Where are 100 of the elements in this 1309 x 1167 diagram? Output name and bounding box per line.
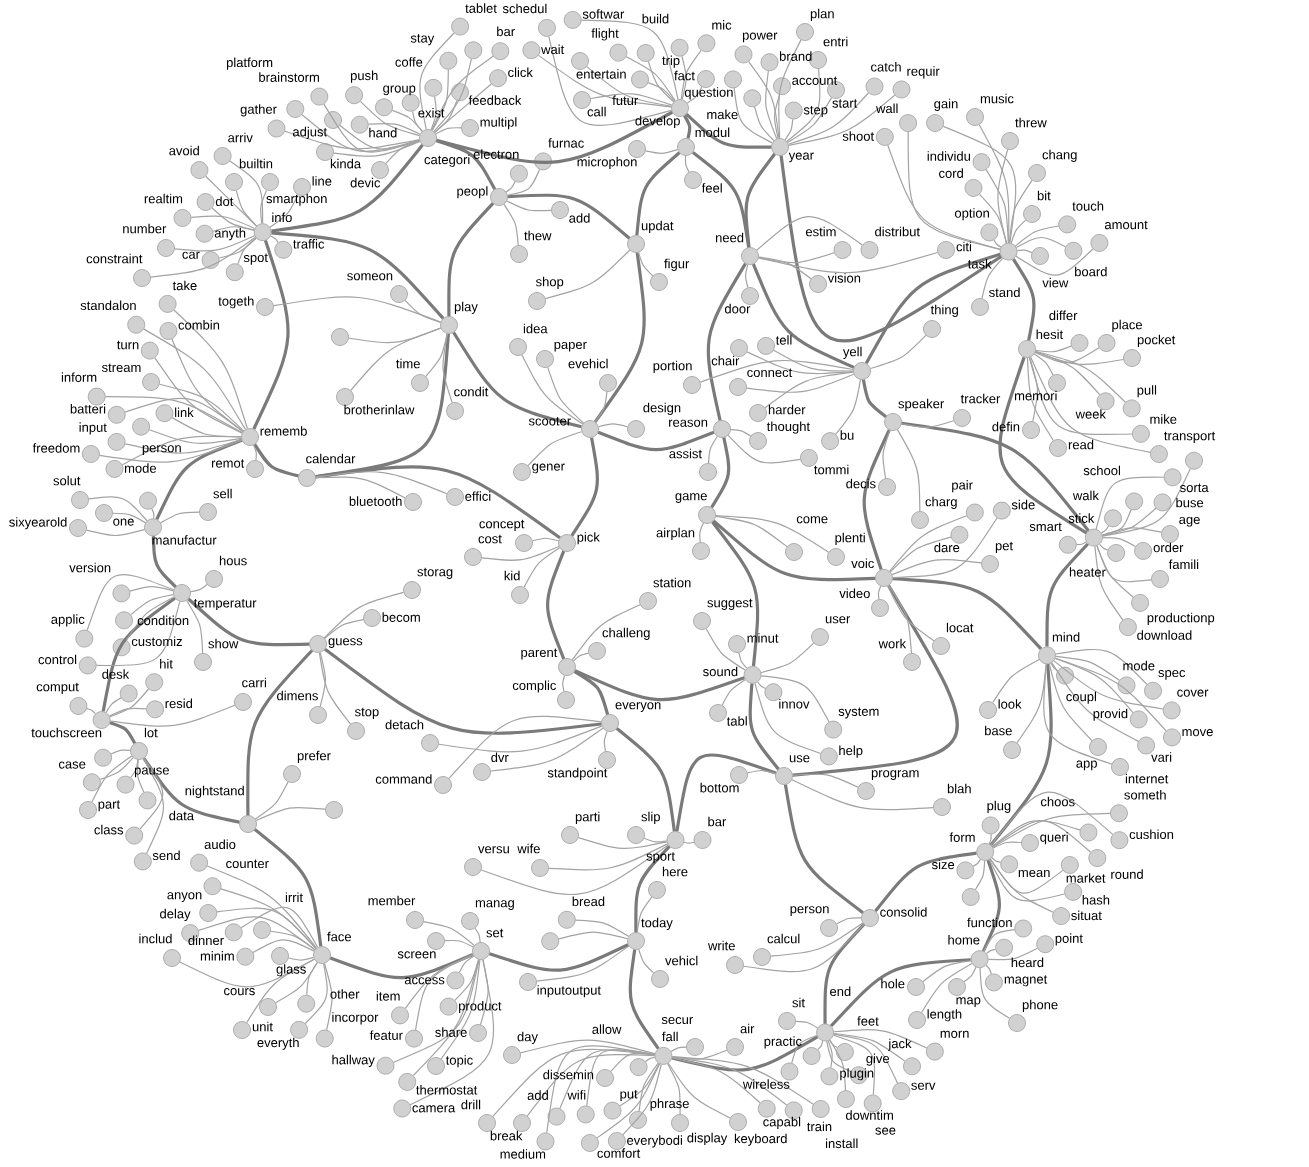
edge-line <box>124 397 244 433</box>
node-circle <box>588 642 606 660</box>
edge-line <box>571 604 641 661</box>
edge-line <box>154 357 243 434</box>
word-label: make <box>707 109 738 120</box>
node-circle <box>1018 340 1036 358</box>
word-label: defin <box>992 421 1020 432</box>
edge-line <box>548 843 669 871</box>
edge-line <box>1043 663 1113 765</box>
node-circle <box>771 138 789 156</box>
word-label: design <box>643 402 681 415</box>
edge-line <box>988 859 1066 902</box>
word-label: system <box>838 707 879 719</box>
node-circle <box>1079 823 1098 842</box>
node-circle <box>698 506 716 524</box>
word-label: tablet <box>465 3 497 13</box>
edge-line <box>743 923 865 973</box>
node-circle <box>478 1114 496 1132</box>
node-circle <box>511 586 529 604</box>
word-label: everybodi <box>627 1135 682 1148</box>
word-label: version <box>69 562 111 573</box>
edge-line <box>972 858 982 867</box>
word-label: togeth <box>218 296 254 309</box>
word-label: school <box>1083 465 1120 476</box>
edge-line <box>979 967 1011 1019</box>
edge-line <box>998 356 1088 535</box>
edge-line <box>699 359 854 383</box>
edge-line <box>836 917 862 925</box>
node-circle <box>970 950 989 969</box>
node-circle <box>421 734 439 752</box>
node-circle <box>899 114 917 132</box>
word-label: applic <box>51 614 85 627</box>
edge-line <box>758 251 939 274</box>
word-label: consolid <box>880 907 927 917</box>
node-circle <box>576 1105 595 1124</box>
node-circle <box>439 51 458 70</box>
edge-line <box>733 87 773 144</box>
edge-line <box>507 168 541 196</box>
node-circle <box>253 921 271 939</box>
node-circle <box>713 420 731 438</box>
node-circle <box>1151 570 1169 588</box>
word-label: traffic <box>293 239 325 249</box>
word-label: end <box>830 986 851 996</box>
word-label: cord <box>939 168 963 178</box>
word-label: wireless <box>742 1079 790 1089</box>
word-label: face <box>327 931 351 942</box>
node-circle <box>811 628 829 646</box>
node-circle <box>1150 445 1168 463</box>
node-circle <box>875 128 894 146</box>
edge-line <box>827 1040 833 1069</box>
word-label: customiz <box>131 636 182 646</box>
node-circle <box>911 511 929 529</box>
edge-line <box>638 948 655 974</box>
edge-line <box>442 333 453 404</box>
word-label: hole <box>881 978 905 989</box>
node-circle <box>820 919 838 937</box>
node-circle <box>627 235 645 253</box>
node-circle <box>596 1069 614 1087</box>
word-label: updat <box>641 220 674 233</box>
node-circle <box>225 173 243 191</box>
word-label: desk <box>102 669 130 679</box>
node-circle <box>87 387 106 406</box>
node-circle <box>205 570 223 588</box>
word-label: fall <box>662 1031 678 1042</box>
edge-line <box>246 649 314 816</box>
node-circle <box>824 720 843 739</box>
node-circle <box>313 946 331 964</box>
node-circle <box>1132 424 1150 443</box>
word-label: come <box>796 516 828 524</box>
node-circle <box>837 1090 855 1108</box>
word-label: point <box>1055 933 1083 946</box>
node-circle <box>464 548 482 566</box>
word-label: sorta <box>1180 483 1209 493</box>
word-label: phrase <box>650 1098 689 1111</box>
edge-line <box>773 94 781 139</box>
word-label: someth <box>1124 789 1166 800</box>
node-circle <box>757 1099 776 1118</box>
node-circle <box>1162 701 1181 720</box>
edge-line <box>896 429 921 512</box>
word-label: put <box>620 1090 638 1102</box>
edge-line <box>992 659 1040 704</box>
node-circle <box>860 241 879 259</box>
node-circle <box>734 45 753 64</box>
word-label: stream <box>101 363 141 372</box>
node-circle <box>119 684 138 703</box>
edge-line <box>1016 249 1033 254</box>
word-label: camera <box>412 1105 456 1113</box>
node-circle <box>298 469 316 487</box>
node-circle <box>446 971 465 990</box>
node-circle <box>274 240 293 259</box>
edge-line <box>764 70 778 140</box>
node-circle <box>821 432 839 450</box>
word-label: scooter <box>528 417 571 426</box>
edge-line <box>754 682 822 755</box>
edge-line <box>1051 662 1139 742</box>
node-circle <box>760 53 779 72</box>
word-label: arriv <box>228 132 253 143</box>
edge-line <box>218 237 257 259</box>
node-circle <box>923 320 941 338</box>
word-label: yell <box>842 346 862 359</box>
